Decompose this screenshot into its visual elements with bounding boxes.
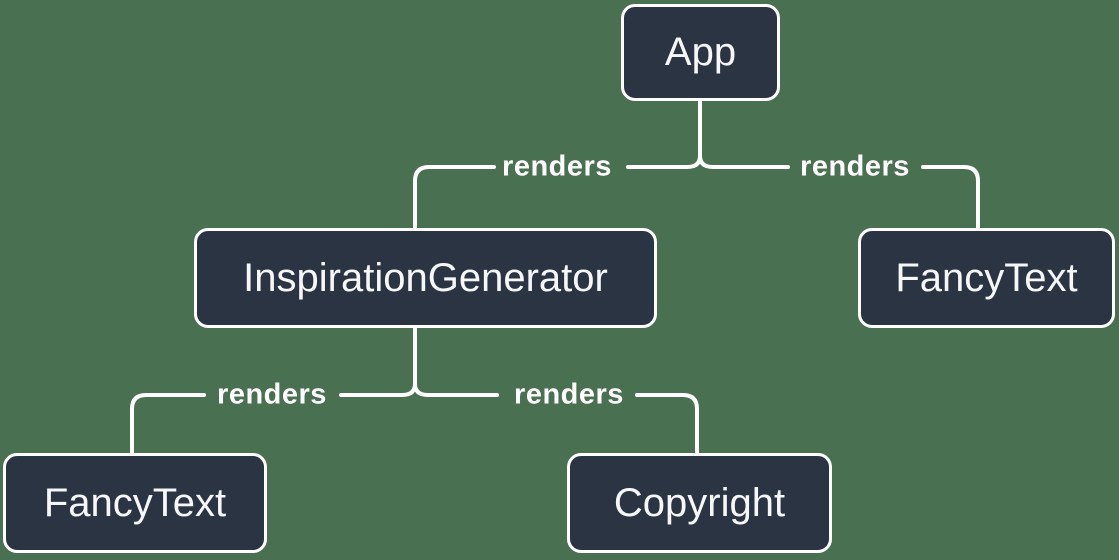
edge-app-to-inspirationgenerator-drop: [413, 165, 496, 230]
edge-inspirationgenerator-to-copyright-drop: [635, 393, 699, 455]
node-fancy-text-top: FancyText: [858, 228, 1115, 328]
edge-label-app-fancytext: renders: [800, 150, 910, 183]
node-fancy-text-bottom: FancyText: [3, 453, 267, 553]
node-app-label: App: [664, 30, 737, 74]
edge-inspirationgenerator-to-fancytext-drop: [130, 393, 206, 455]
edge-app-to-inspirationgenerator-stem: [626, 99, 702, 169]
node-copyright: Copyright: [567, 453, 832, 553]
edge-app-to-fancytext-drop: [921, 165, 980, 230]
node-fancy-text-top-label: FancyText: [895, 255, 1078, 300]
node-inspiration-generator-label: InspirationGenerator: [243, 255, 608, 300]
edge-inspirationgenerator-to-copyright-stem: [413, 326, 499, 397]
node-copyright-label: Copyright: [613, 480, 786, 525]
edge-app-to-fancytext-stem: [698, 99, 790, 169]
edge-label-inspirationgenerator-fancytext: renders: [217, 378, 327, 411]
node-fancy-text-bottom-label: FancyText: [43, 480, 227, 525]
edge-label-app-inspirationgenerator: renders: [502, 150, 612, 183]
edge-inspirationgenerator-to-fancytext-stem: [339, 326, 417, 397]
node-inspiration-generator: InspirationGenerator: [194, 228, 657, 328]
edge-label-inspirationgenerator-copyright: renders: [514, 378, 624, 411]
node-app: App: [621, 4, 780, 101]
